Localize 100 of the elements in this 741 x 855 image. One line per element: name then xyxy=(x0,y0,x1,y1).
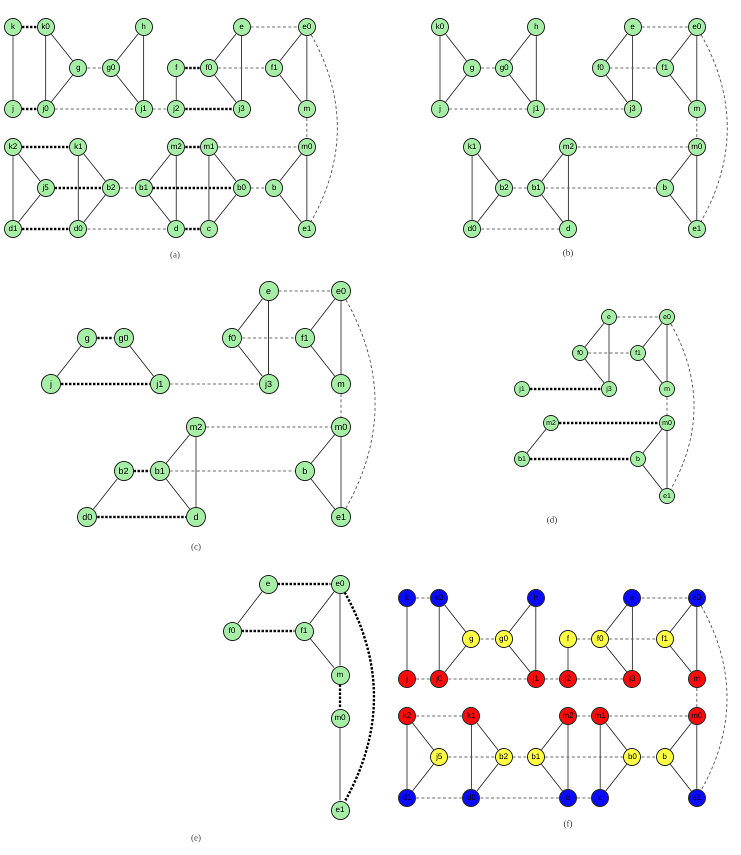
vertex-label: e0 xyxy=(336,286,346,296)
solid-edge xyxy=(214,154,236,182)
solid-edge xyxy=(310,298,336,331)
solid-edge xyxy=(45,36,46,100)
solid-edge xyxy=(279,154,302,182)
graph-vertex xyxy=(623,589,642,607)
vertex-label: m xyxy=(304,105,310,113)
graph-vertex xyxy=(527,179,546,197)
bold-dashed-edge xyxy=(61,382,150,386)
vertex-label: b xyxy=(662,753,667,761)
solid-edge xyxy=(116,74,138,102)
vertex-label: k1 xyxy=(468,143,476,151)
solid-edge xyxy=(116,34,138,62)
bold-dashed-edge xyxy=(97,516,186,518)
vertex-label: f0 xyxy=(206,64,212,72)
graph-vertex xyxy=(77,507,98,527)
vertex-label: d1 xyxy=(8,225,18,233)
graph-vertex xyxy=(294,328,315,348)
vertex-label: e xyxy=(266,580,270,588)
vertex-label: e xyxy=(266,286,271,296)
graph-vertex xyxy=(527,18,546,36)
solid-edge xyxy=(18,194,41,222)
vertex-label: f1 xyxy=(300,334,308,342)
graph-vertex xyxy=(494,748,513,766)
solid-edge xyxy=(18,154,41,182)
vertex-label: g xyxy=(469,635,474,643)
solid-edge xyxy=(268,300,269,374)
graph-vertex xyxy=(592,59,610,77)
graph-vertex xyxy=(114,461,134,481)
graph-vertex xyxy=(572,345,588,361)
graph-vertex xyxy=(150,374,170,394)
dashed-edge xyxy=(448,678,528,680)
vertex-label: j xyxy=(12,105,14,113)
dashed-edge xyxy=(448,108,528,110)
vertex-label: j1 xyxy=(532,675,539,683)
dashed-edge xyxy=(544,678,560,680)
graph-vertex xyxy=(298,100,316,118)
graph-vertex xyxy=(69,138,88,156)
vertex-label: b1 xyxy=(531,753,540,761)
graph-vertex xyxy=(398,789,416,807)
graph-vertex xyxy=(559,707,577,725)
vertex-label: j1 xyxy=(156,380,164,388)
graph-vertex xyxy=(36,179,55,197)
vertex-label: d1 xyxy=(402,794,412,802)
graph-vertex xyxy=(200,59,218,77)
subfigure-caption: (a) xyxy=(170,250,180,260)
vertex-label: f1 xyxy=(270,64,278,72)
graph-vertex xyxy=(258,281,278,301)
vertex-label: k0 xyxy=(436,23,444,31)
dashed-edge xyxy=(278,290,332,292)
solid-edge xyxy=(632,606,633,670)
solid-edge xyxy=(148,154,172,182)
graph-vertex xyxy=(514,451,530,467)
solid-edge xyxy=(340,436,342,508)
vertex-label: e xyxy=(239,23,244,31)
bold-dashed-edge xyxy=(97,336,114,340)
vertex-label: k xyxy=(405,594,409,602)
solid-edge xyxy=(696,36,698,100)
solid-edge xyxy=(670,604,692,632)
dashed-edge xyxy=(217,146,298,148)
graph-vertex xyxy=(298,138,316,156)
solid-edge xyxy=(238,345,263,377)
solid-edge xyxy=(470,724,472,790)
graph-vertex xyxy=(150,461,170,481)
subfigure-caption: (d) xyxy=(546,516,558,524)
graph-vertex xyxy=(601,309,617,325)
graph-vertex xyxy=(134,100,153,118)
graph-vertex xyxy=(298,220,316,238)
vertex-label: g xyxy=(76,64,81,72)
vertex-label: f xyxy=(175,64,178,72)
solid-edge xyxy=(237,591,263,624)
graph-vertex xyxy=(495,59,514,77)
vertex-label: c xyxy=(206,225,211,233)
vertex-label: e xyxy=(630,23,635,31)
solid-edge xyxy=(476,722,499,750)
graph-vertex xyxy=(331,507,351,527)
graph-vertex xyxy=(4,18,22,36)
solid-edge xyxy=(406,606,408,670)
vertex-label: m0 xyxy=(691,712,702,720)
vertex-label: d xyxy=(174,225,178,233)
vertex-label: j0 xyxy=(42,105,49,113)
graph-vertex xyxy=(294,461,315,481)
solid-edge xyxy=(306,156,308,220)
graph-vertex xyxy=(398,707,416,725)
dashed-edge xyxy=(608,638,656,640)
dashed-edge xyxy=(480,638,496,640)
solid-edge xyxy=(670,74,692,102)
vertex-label: b2 xyxy=(106,184,116,192)
graph-vertex xyxy=(659,415,675,431)
graph-vertex xyxy=(134,179,153,197)
curved-dashed-edge xyxy=(700,34,728,222)
vertex-label: k0 xyxy=(41,23,50,31)
solid-edge xyxy=(605,764,628,792)
vertex-label: b0 xyxy=(237,184,246,192)
solid-edge xyxy=(310,434,336,464)
vertex-label: e0 xyxy=(692,594,702,602)
vertex-label: b1 xyxy=(139,184,148,192)
vertex-label: b2 xyxy=(499,753,508,761)
graph-vertex xyxy=(331,281,351,301)
dashed-edge xyxy=(576,146,688,148)
